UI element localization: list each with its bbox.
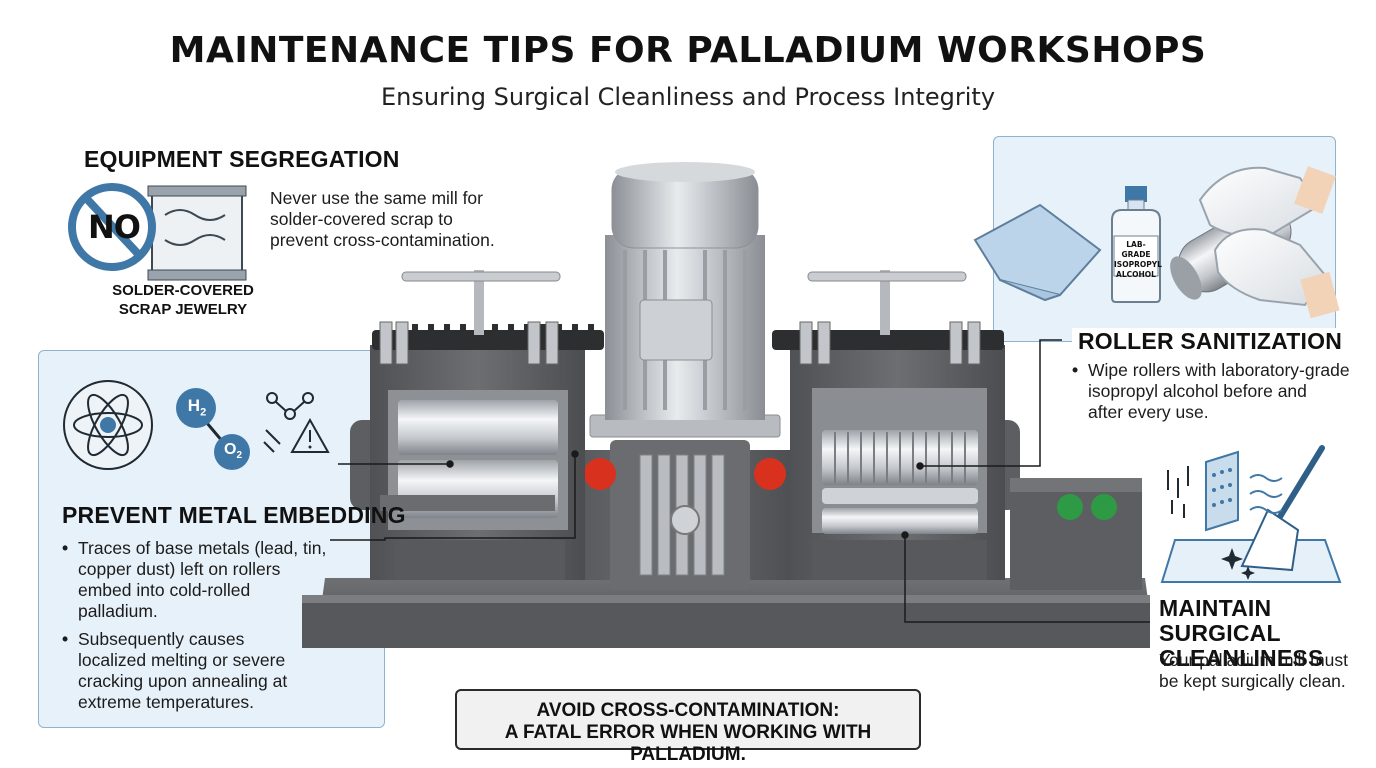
reaction-warning-icon (263, 392, 330, 453)
left-rolling-mill (350, 270, 604, 580)
sanitization-bullets: Wipe rollers with laboratory-grade isopr… (1072, 360, 1362, 430)
green-start-button-right (1091, 494, 1117, 520)
mill-base (302, 578, 1150, 648)
broom-icon (1240, 445, 1325, 572)
o2-label: O2 (223, 441, 242, 462)
h2-o2-molecule-icon (176, 388, 250, 470)
embedding-bullet-2: Subsequently causes localized melting or… (62, 629, 372, 713)
callout-lines (330, 339, 1150, 623)
mini-mill-icon (147, 185, 247, 281)
right-rolling-mill (772, 270, 1020, 580)
electric-motor (589, 162, 781, 438)
embedding-bullet-1: Traces of base metals (lead, tin, copper… (62, 538, 372, 622)
red-stop-button-right (754, 458, 786, 490)
embedding-heading: PREVENT METAL EMBEDDING (62, 502, 406, 528)
left-upper-roller (398, 400, 558, 455)
alcohol-bottle-icon (1111, 186, 1161, 303)
air-filter-icon (1205, 450, 1283, 532)
no-prohibition-icon (68, 183, 156, 271)
bottle-label: LAB-GRADE ISOPROPYL ALCOHOL (1114, 240, 1162, 279)
green-start-button-left (1057, 494, 1083, 520)
cleaning-cloth-icon (973, 203, 1102, 302)
embedding-bullets: Traces of base metals (lead, tin, copper… (62, 538, 372, 720)
cleanliness-text: Your palladium mill must be kept surgica… (1159, 650, 1349, 691)
center-gearbox (540, 440, 800, 590)
control-box (1010, 478, 1142, 590)
atom-icon (63, 380, 153, 470)
sanitization-bullet-1: Wipe rollers with laboratory-grade isopr… (1072, 360, 1362, 423)
no-label: NO (88, 208, 141, 246)
h2-label: H2 (187, 396, 207, 419)
sparkle-icon (1221, 548, 1255, 580)
page-subtitle: Ensuring Surgical Cleanliness and Proces… (380, 83, 996, 111)
sanitization-heading: ROLLER SANITIZATION (1072, 328, 1349, 355)
scrap-jewelry-caption: SOLDER-COVERED SCRAP JEWELRY (112, 282, 254, 318)
cross-contamination-warning: AVOID CROSS-CONTAMINATION: A FATAL ERROR… (455, 689, 921, 765)
particles-icon (1167, 466, 1189, 518)
gloved-hands-wiping-icon (1170, 166, 1340, 319)
red-stop-button-left (584, 458, 616, 490)
segregation-heading: EQUIPMENT SEGREGATION (84, 146, 400, 172)
segregation-text: Never use the same mill for solder-cover… (270, 188, 495, 250)
page-title: MAINTENANCE TIPS FOR PALLADIUM WORKSHOPS (169, 30, 1207, 71)
cleanliness-heading: MAINTAIN SURGICAL CLEANLINESS (1159, 595, 1324, 671)
